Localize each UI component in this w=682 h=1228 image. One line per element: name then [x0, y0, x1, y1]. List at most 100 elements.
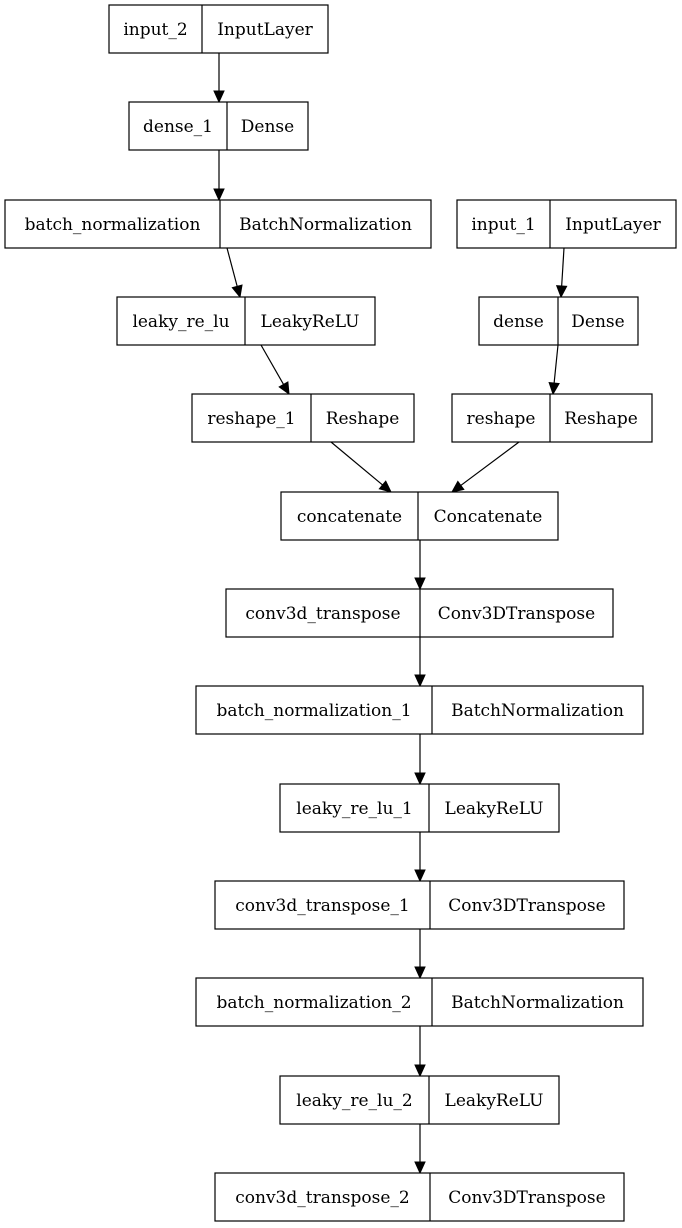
edge-conv3d_transpose-to-batch_normalization_1 — [414, 637, 426, 688]
layer-node-dense: dense Dense — [478, 296, 639, 346]
node-box — [451, 393, 653, 443]
layer-type-label: BatchNormalization — [451, 993, 624, 1013]
arrowhead-icon — [555, 285, 568, 299]
layer-type-label: LeakyReLU — [261, 312, 360, 332]
layer-type-label: Dense — [571, 312, 624, 332]
layer-name-label: conv3d_transpose_2 — [235, 1188, 410, 1208]
node-box — [279, 1075, 560, 1125]
arrowhead-icon — [414, 577, 426, 591]
arrowhead-icon — [548, 381, 560, 396]
node-box — [279, 783, 560, 833]
layer-type-label: InputLayer — [565, 215, 661, 235]
layer-node-batch_normalization: batch_normalization BatchNormalization — [4, 199, 432, 249]
edge-input_2-to-dense_1 — [213, 53, 225, 104]
layer-name-label: leaky_re_lu_1 — [296, 799, 412, 819]
layer-name-label: input_2 — [123, 20, 187, 40]
layer-name-label: batch_normalization_1 — [216, 701, 411, 721]
layer-type-label: LeakyReLU — [445, 799, 544, 819]
edge-line — [226, 247, 238, 287]
layer-type-label: BatchNormalization — [239, 215, 412, 235]
layer-name-label: conv3d_transpose_1 — [235, 896, 410, 916]
layer-node-conv3d_transpose_1: conv3d_transpose_1 Conv3DTranspose — [214, 880, 625, 930]
arrowhead-icon — [414, 966, 426, 980]
edge-line — [260, 344, 285, 385]
edge-batch_normalization_2-to-leaky_re_lu_2 — [414, 1026, 426, 1078]
node-box — [128, 101, 309, 151]
layer-type-label: Conv3DTranspose — [448, 896, 605, 916]
layer-name-label: leaky_re_lu — [132, 312, 229, 332]
layer-name-label: dense_1 — [143, 117, 213, 137]
node-box — [214, 880, 625, 930]
edge-line — [561, 247, 565, 287]
layer-type-label: BatchNormalization — [451, 701, 624, 721]
layer-type-label: Reshape — [326, 409, 400, 429]
edge-leaky_re_lu_1-to-conv3d_transpose_1 — [414, 832, 426, 883]
edge-line — [553, 344, 559, 384]
layer-node-reshape_1: reshape_1 Reshape — [191, 393, 415, 443]
layer-node-dense_1: dense_1 Dense — [128, 101, 309, 151]
layer-name-label: reshape — [467, 409, 536, 429]
arrowhead-icon — [278, 381, 290, 396]
layer-name-label: concatenate — [297, 507, 402, 527]
arrowhead-icon — [414, 1064, 426, 1078]
layer-node-concatenate: concatenate Concatenate — [280, 491, 559, 541]
edge-reshape_1-to-concatenate — [330, 441, 392, 493]
layer-name-label: batch_normalization_2 — [216, 993, 411, 1013]
edge-concatenate-to-conv3d_transpose — [414, 540, 426, 591]
edge-batch_normalization-to-leaky_re_lu — [226, 247, 243, 299]
node-box — [108, 4, 329, 54]
arrowhead-icon — [231, 284, 243, 299]
edge-dense_1-to-batch_normalization — [213, 150, 225, 202]
layer-type-label: InputLayer — [217, 20, 313, 40]
edges-layer — [213, 53, 568, 1175]
edge-input_1-to-dense — [555, 247, 568, 299]
edge-line — [460, 441, 520, 486]
arrowhead-icon — [378, 480, 392, 493]
layer-node-batch_normalization_1: batch_normalization_1 BatchNormalization — [195, 685, 644, 735]
node-box — [195, 977, 644, 1027]
layer-node-conv3d_transpose_2: conv3d_transpose_2 Conv3DTranspose — [214, 1172, 625, 1222]
arrowhead-icon — [414, 869, 426, 883]
layer-node-leaky_re_lu_1: leaky_re_lu_1 LeakyReLU — [279, 783, 560, 833]
arrowhead-icon — [451, 480, 465, 493]
layer-node-leaky_re_lu_2: leaky_re_lu_2 LeakyReLU — [279, 1075, 560, 1125]
layer-name-label: input_1 — [471, 215, 535, 235]
arrowhead-icon — [414, 674, 426, 688]
layer-node-input_1: input_1 InputLayer — [456, 199, 677, 249]
layer-type-label: Conv3DTranspose — [448, 1188, 605, 1208]
node-box — [280, 491, 559, 541]
edge-leaky_re_lu_2-to-conv3d_transpose_2 — [414, 1124, 426, 1175]
edge-line — [330, 441, 383, 486]
edge-batch_normalization_1-to-leaky_re_lu_1 — [414, 734, 426, 786]
node-box — [214, 1172, 625, 1222]
edge-dense-to-reshape — [548, 344, 560, 396]
node-box — [456, 199, 677, 249]
edge-conv3d_transpose_1-to-batch_normalization_2 — [414, 929, 426, 980]
layer-type-label: Reshape — [564, 409, 638, 429]
layer-type-label: Dense — [241, 117, 294, 137]
layer-type-label: LeakyReLU — [445, 1091, 544, 1111]
edge-leaky_re_lu-to-reshape_1 — [260, 344, 290, 396]
layer-node-batch_normalization_2: batch_normalization_2 BatchNormalization — [195, 977, 644, 1027]
arrowhead-icon — [414, 1161, 426, 1175]
layer-type-label: Concatenate — [434, 507, 543, 527]
layer-node-input_2: input_2 InputLayer — [108, 4, 329, 54]
node-box — [116, 296, 376, 346]
node-box — [195, 685, 644, 735]
layer-name-label: dense — [493, 312, 544, 332]
layer-name-label: batch_normalization — [25, 215, 201, 235]
node-box — [191, 393, 415, 443]
arrowhead-icon — [213, 188, 225, 202]
arrowhead-icon — [414, 772, 426, 786]
layer-name-label: conv3d_transpose — [245, 604, 400, 624]
layer-node-reshape: reshape Reshape — [451, 393, 653, 443]
layer-node-leaky_re_lu: leaky_re_lu LeakyReLU — [116, 296, 376, 346]
edge-reshape-to-concatenate — [451, 441, 520, 493]
layer-name-label: reshape_1 — [207, 409, 295, 429]
layer-name-label: leaky_re_lu_2 — [296, 1091, 412, 1111]
arrowhead-icon — [213, 90, 225, 104]
